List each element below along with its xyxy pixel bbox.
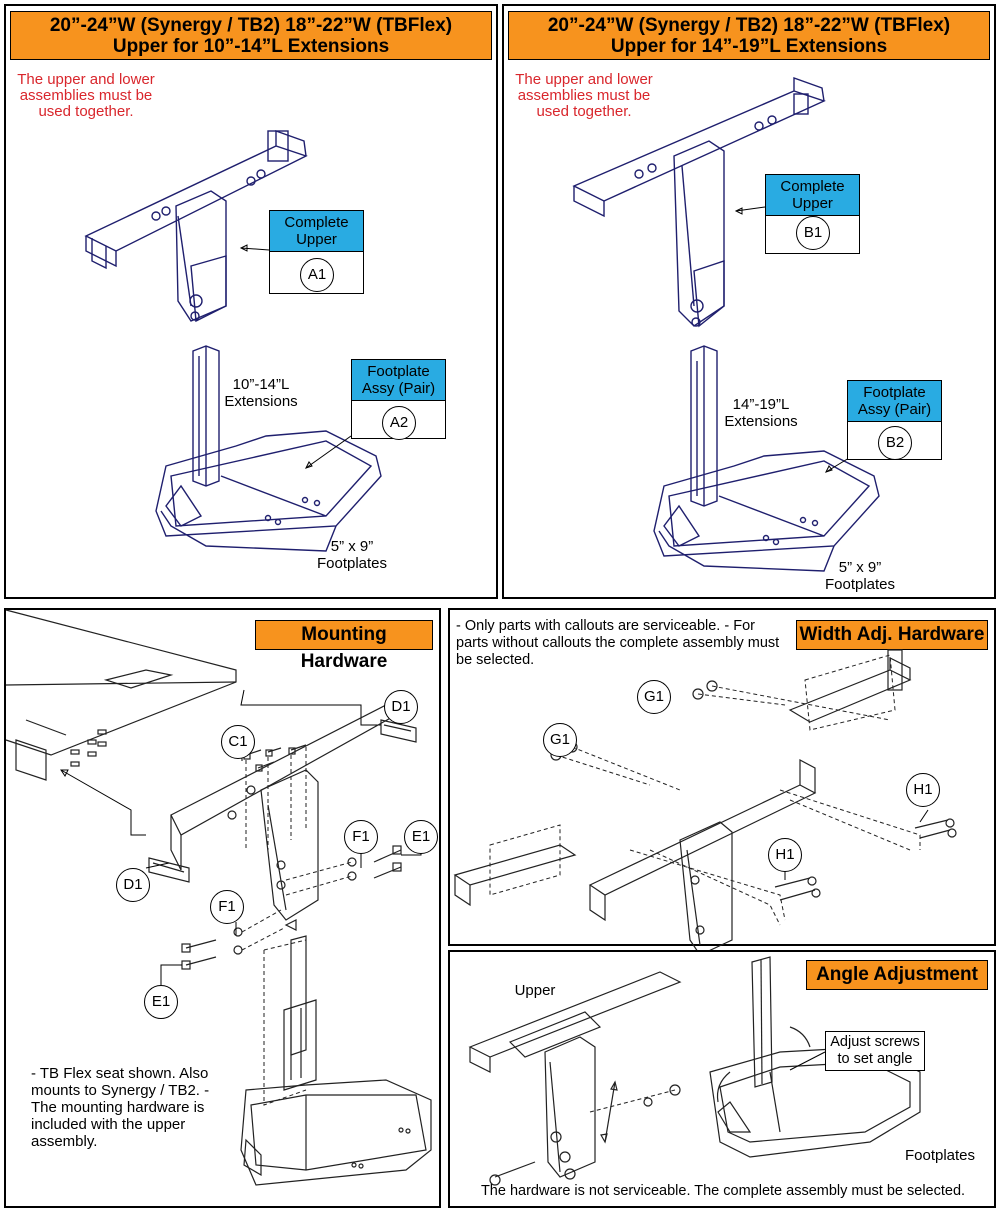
leader-b2	[825, 457, 850, 473]
upper-assembly-a	[84, 130, 308, 323]
bolts-e1-left	[181, 939, 217, 970]
upper-assembly-mounting	[170, 704, 397, 931]
bar-d1-upper	[380, 719, 417, 743]
footplate-label-a: 5” x 9” Footplates	[316, 538, 388, 572]
part-id-b1[interactable]: B1	[796, 216, 830, 250]
extension-tube-b	[690, 345, 718, 507]
panel-a-warning: The upper and lower assemblies must be u…	[17, 71, 155, 120]
upper-assembly-b	[572, 77, 826, 328]
extension-tube-a	[192, 345, 220, 487]
nut-washer-angle	[643, 1084, 681, 1107]
nuts-g1-top	[692, 680, 718, 700]
leader-b1	[735, 206, 766, 212]
panel-b-drawing	[572, 77, 880, 572]
width-extension-left	[453, 844, 577, 907]
footplates-label-angle: Footplates	[904, 1147, 976, 1164]
part-id-e1-right[interactable]: E1	[404, 820, 438, 854]
callout-b2-title: Footplate Assy (Pair)	[848, 381, 941, 422]
part-id-d1-top[interactable]: D1	[384, 690, 418, 724]
panel-b-warning: The upper and lower assemblies must be u…	[515, 71, 653, 120]
panel-b-14-19-extensions: 20”-24”W (Synergy / TB2) 18”-22”W (TBFle…	[502, 4, 996, 599]
bolts-e1-right	[373, 845, 402, 879]
upper-angle-assembly	[468, 971, 682, 1186]
part-id-c1[interactable]: C1	[221, 725, 255, 759]
adjust-screws-note: Adjust screws to set angle	[825, 1031, 925, 1071]
upper-label: Upper	[514, 982, 556, 999]
panel-a-header: 20”-24”W (Synergy / TB2) 18”-22”W (TBFle…	[10, 11, 492, 60]
part-id-g1-left[interactable]: G1	[543, 723, 577, 757]
part-id-h1-right[interactable]: H1	[906, 773, 940, 807]
seat-pan	[5, 609, 237, 781]
footplates-a	[155, 430, 382, 552]
part-id-h1-lower[interactable]: H1	[768, 838, 802, 872]
leader-a2	[305, 435, 352, 469]
mounting-note: - TB Flex seat shown. Also mounts to Syn…	[31, 1065, 210, 1150]
callout-a2-title: Footplate Assy (Pair)	[352, 360, 445, 401]
part-id-b2[interactable]: B2	[878, 426, 912, 460]
part-id-a2[interactable]: A2	[382, 406, 416, 440]
leader-a1	[240, 247, 270, 251]
width-adj-header: Width Adj. Hardware	[796, 620, 988, 650]
angle-footer-note: The hardware is not serviceable. The com…	[480, 1183, 966, 1199]
callout-footplate-a2[interactable]: Footplate Assy (Pair)	[351, 359, 446, 439]
panel-b-header: 20”-24”W (Synergy / TB2) 18”-22”W (TBFle…	[508, 11, 990, 60]
part-id-g1-top[interactable]: G1	[637, 680, 671, 714]
angle-adjustment-drawing	[468, 956, 921, 1186]
panel-a-10-14-extensions: 20”-24”W (Synergy / TB2) 18”-22”W (TBFle…	[4, 4, 498, 599]
footplates-b	[653, 450, 880, 572]
footrest-lower	[240, 935, 432, 1186]
callout-a1-title: Complete Upper	[270, 211, 363, 252]
part-id-f1-left[interactable]: F1	[210, 890, 244, 924]
angle-footplate-assembly	[709, 956, 921, 1158]
footplate-label-b: 5” x 9” Footplates	[824, 559, 896, 593]
washers-f1-right	[347, 857, 357, 881]
width-extension-right	[788, 649, 912, 723]
width-adj-note: - Only parts with callouts are serviceab…	[456, 618, 780, 668]
bolts-h1-right	[914, 818, 957, 839]
panel-a-drawing	[84, 130, 382, 552]
washers-f1-left	[233, 927, 243, 955]
bolts-h1-lower	[774, 876, 821, 901]
bar-d1-lower	[148, 857, 190, 883]
extension-label-b: 14”-19”L Extensions	[724, 396, 798, 430]
part-id-f1-right[interactable]: F1	[344, 820, 378, 854]
part-id-a1[interactable]: A1	[300, 258, 334, 292]
width-crossbar	[588, 759, 817, 956]
panel-mounting-hardware: Mounting Hardware	[4, 608, 441, 1208]
callout-complete-upper-b1[interactable]: Complete Upper	[765, 174, 860, 254]
part-id-e1-left[interactable]: E1	[144, 985, 178, 1019]
mounting-hardware-drawing	[5, 609, 432, 1186]
callout-footplate-b2[interactable]: Footplate Assy (Pair)	[847, 380, 942, 460]
callout-b1-title: Complete Upper	[766, 175, 859, 216]
panel-width-adj-hardware: Width Adj. Hardware - Only parts with ca…	[448, 608, 996, 956]
panel-angle-adjustment: Angle Adjustment Upper	[448, 950, 996, 1208]
screws-c1	[243, 744, 307, 772]
part-id-d1-bottom[interactable]: D1	[116, 868, 150, 902]
extension-label-a: 10”-14”L Extensions	[224, 376, 298, 410]
adjust-screws-label: Adjust screws to set angle	[830, 1034, 920, 1067]
angle-adjustment-header: Angle Adjustment	[806, 960, 988, 990]
mounting-hardware-header: Mounting Hardware	[255, 620, 433, 672]
